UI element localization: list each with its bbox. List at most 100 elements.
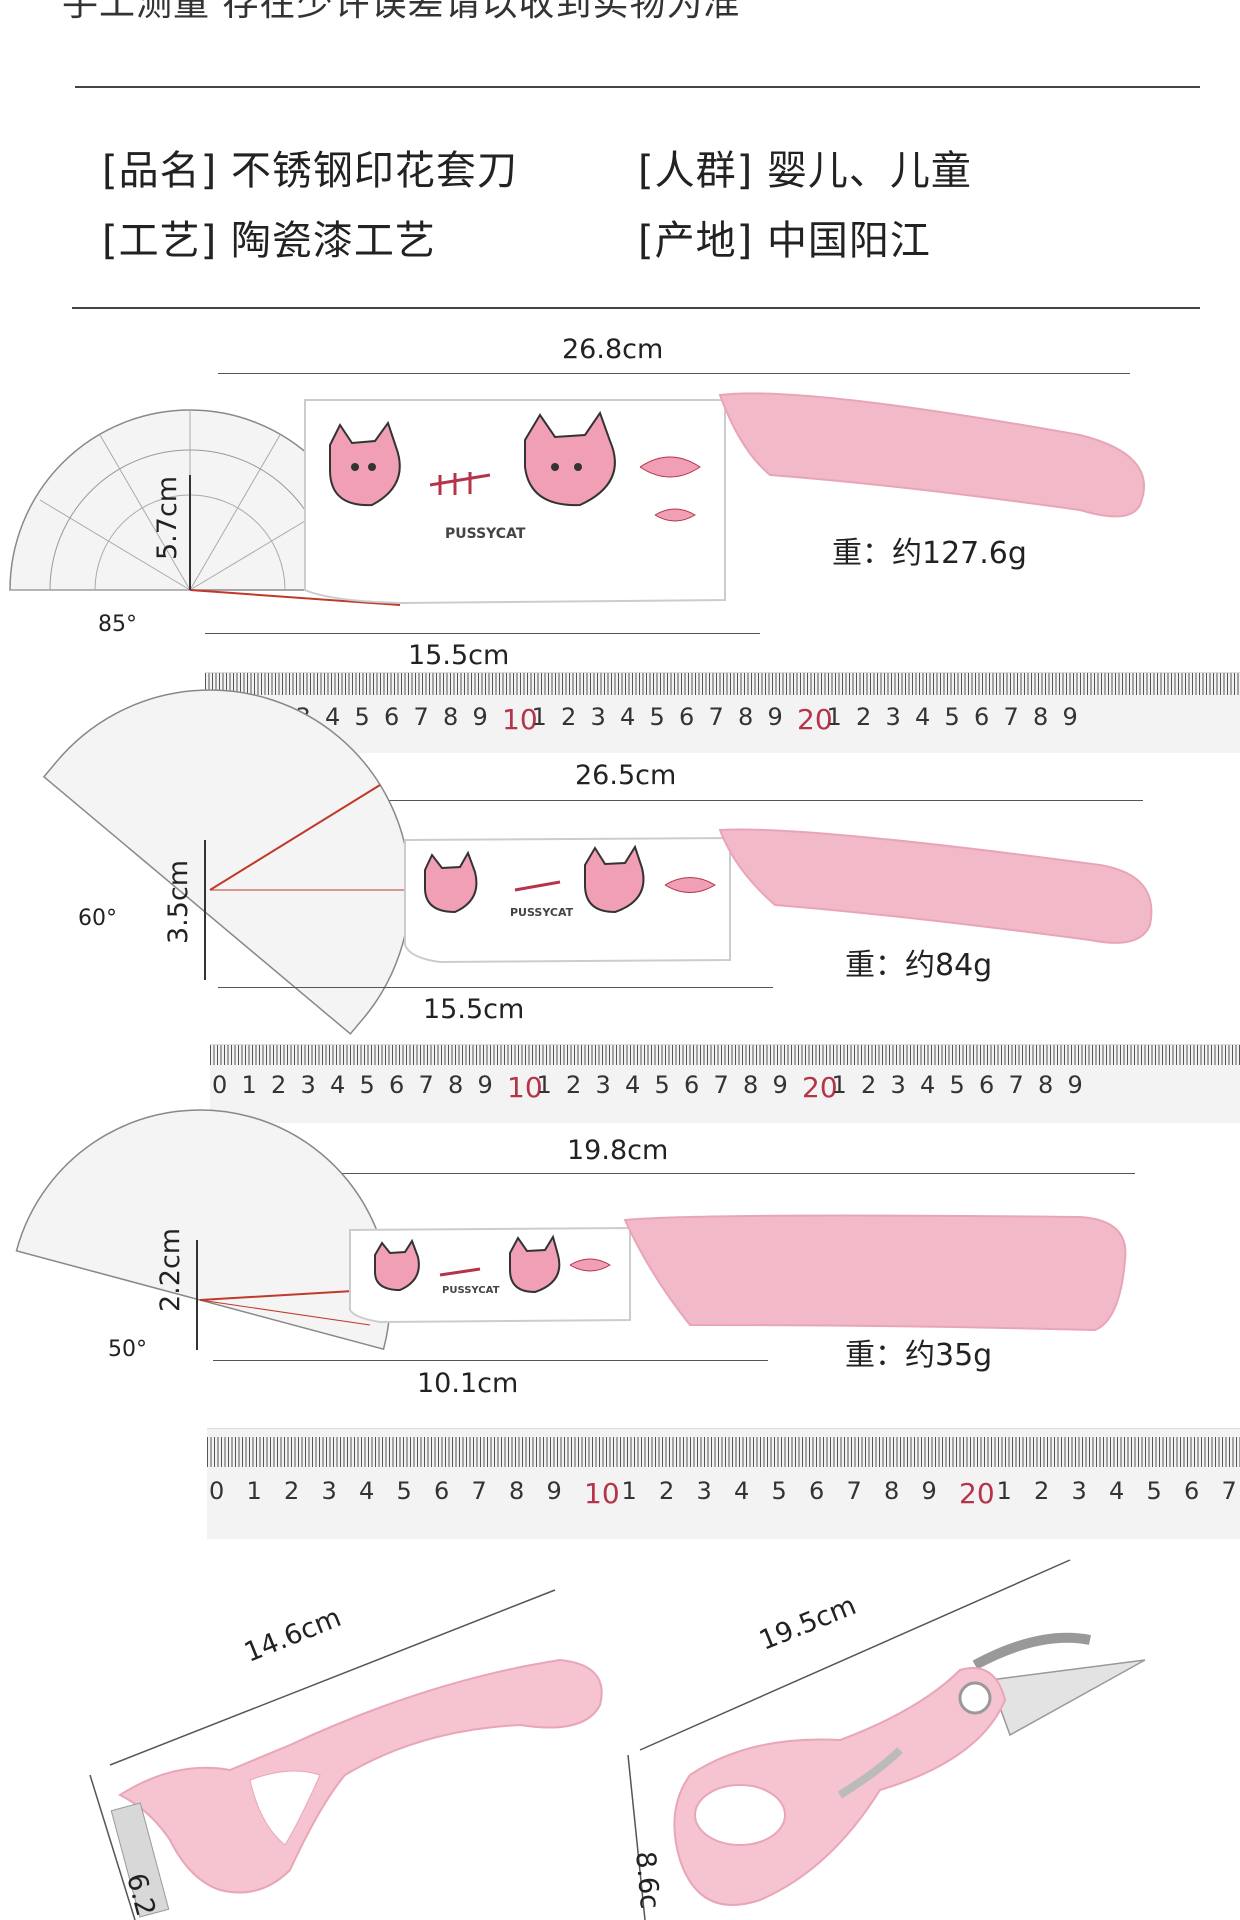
ruler-label: 10: [584, 1477, 620, 1510]
ruler-label: 2: [1034, 1477, 1050, 1505]
spec-origin-value: 中国阳江: [766, 218, 931, 264]
knife2-print-text: PUSSYCAT: [510, 906, 574, 919]
knife2-illustration: [42, 689, 1153, 1035]
ruler-label: 8: [738, 703, 754, 731]
ruler-label: 1: [826, 703, 842, 731]
ruler-label: 8: [443, 703, 459, 731]
cat-print-icon: [374, 1234, 611, 1294]
ruler-label: 2: [561, 703, 577, 731]
ruler-label: 8: [1038, 1071, 1054, 1099]
protractor-icon: [42, 689, 420, 1035]
ruler-label: 1: [241, 1071, 257, 1099]
knife2-total-length: 26.5cm: [575, 760, 677, 791]
scissors-icon: [627, 1559, 1146, 1920]
ruler-label: 9: [1067, 1071, 1083, 1099]
ruler-label: 5: [396, 1477, 412, 1505]
ruler-label: 6: [389, 1071, 405, 1099]
ruler-label: 7: [713, 1071, 729, 1099]
ruler-label: 7: [1221, 1477, 1237, 1505]
ruler-label: 7: [846, 1477, 862, 1505]
ruler-1-ticks: [205, 673, 1240, 695]
ruler-label: 9: [921, 1477, 937, 1505]
cat-print-icon: [329, 410, 701, 522]
ruler-label: 7: [471, 1477, 487, 1505]
ruler-label: 1: [831, 1071, 847, 1099]
knife1-blade-length: 15.5cm: [408, 640, 510, 671]
scissors-width: 8.6c: [629, 1850, 666, 1911]
ruler-label: 3: [590, 703, 606, 731]
ruler-label: 20: [797, 703, 833, 736]
ruler-label: 3: [890, 1071, 906, 1099]
ruler-label: 9: [472, 703, 488, 731]
spec-name-label: [品名]: [102, 148, 218, 194]
tools-illustration: [89, 1559, 1146, 1920]
ruler-label: 7: [1003, 703, 1019, 731]
ruler-label: 2: [861, 1071, 877, 1099]
knife1-angle: 85°: [98, 612, 137, 637]
ruler-label: 5: [771, 1477, 787, 1505]
ruler-label: 5: [654, 1071, 670, 1099]
knife1-weight: 重：约127.6g: [832, 536, 1027, 571]
ruler-label: 5: [944, 703, 960, 731]
spec-craft: [工艺] 陶瓷漆工艺: [102, 208, 436, 266]
knife3-blade-length: 10.1cm: [417, 1368, 519, 1399]
spec-craft-label: [工艺]: [102, 218, 218, 264]
knife2-angle: 60°: [78, 906, 117, 931]
ruler-label: 10: [507, 1071, 543, 1104]
knife3-weight: 重：约35g: [845, 1338, 993, 1373]
knife3-illustration: [15, 1109, 1127, 1351]
knife1-total-length: 26.8cm: [562, 334, 664, 365]
spec-name-value: 不锈钢印花套刀: [230, 148, 518, 194]
ruler-label: 1: [246, 1477, 262, 1505]
ruler-label: 5: [359, 1071, 375, 1099]
ruler-label: 4: [1109, 1477, 1125, 1505]
ruler-label: 1: [621, 1477, 637, 1505]
ruler-label: 4: [359, 1477, 375, 1505]
knife2-blade-line: [218, 987, 773, 988]
ruler-label: 8: [509, 1477, 525, 1505]
ruler-label: 3: [885, 703, 901, 731]
spec-crowd-label: [人群]: [638, 148, 754, 194]
ruler-label: 1: [536, 1071, 552, 1099]
ruler-label: 2: [856, 703, 872, 731]
ruler-label: 1: [996, 1477, 1012, 1505]
ruler-label: 3: [321, 1477, 337, 1505]
ruler-label: 5: [649, 703, 665, 731]
ruler-label: 6: [684, 1071, 700, 1099]
ruler-label: 9: [1062, 703, 1078, 731]
knife2-blade-length: 15.5cm: [423, 994, 525, 1025]
ruler-label: 8: [743, 1071, 759, 1099]
spec-crowd: [人群] 婴儿、儿童: [638, 138, 972, 196]
ruler-label: 9: [767, 703, 783, 731]
ruler-label: 5: [949, 1071, 965, 1099]
knife3-angle: 50°: [108, 1337, 147, 1362]
ruler-label: 3: [300, 1071, 316, 1099]
peeler-icon: [89, 1589, 603, 1920]
ruler-label: 2: [271, 1071, 287, 1099]
ruler-label: 1: [531, 703, 547, 731]
knife2-blade-height: 3.5cm: [163, 859, 194, 944]
spec-name: [品名] 不锈钢印花套刀: [102, 138, 518, 196]
ruler-label: 2: [566, 1071, 582, 1099]
knife1-total-line: [218, 373, 1130, 374]
protractor-icon: [9, 409, 401, 606]
knife3-print-text: PUSSYCAT: [442, 1285, 500, 1296]
knife3-blade-height: 2.2cm: [155, 1227, 186, 1312]
knife3-total-length: 19.8cm: [567, 1135, 669, 1166]
ruler-label: 7: [1008, 1071, 1024, 1099]
ruler-label: 8: [884, 1477, 900, 1505]
ruler-label: 6: [384, 703, 400, 731]
knife3-total-line: [210, 1173, 1135, 1174]
divider-bottom: [72, 307, 1200, 309]
cat-print-icon: [424, 844, 716, 914]
spec-crowd-value: 婴儿、儿童: [766, 148, 972, 194]
ruler-label: 10: [502, 703, 538, 736]
ruler-3-ticks: [207, 1437, 1240, 1467]
knife3-blade-line: [213, 1360, 768, 1361]
ruler-label: 3: [595, 1071, 611, 1099]
knife1-print-text: PUSSYCAT: [445, 526, 526, 542]
spec-craft-value: 陶瓷漆工艺: [230, 218, 436, 264]
